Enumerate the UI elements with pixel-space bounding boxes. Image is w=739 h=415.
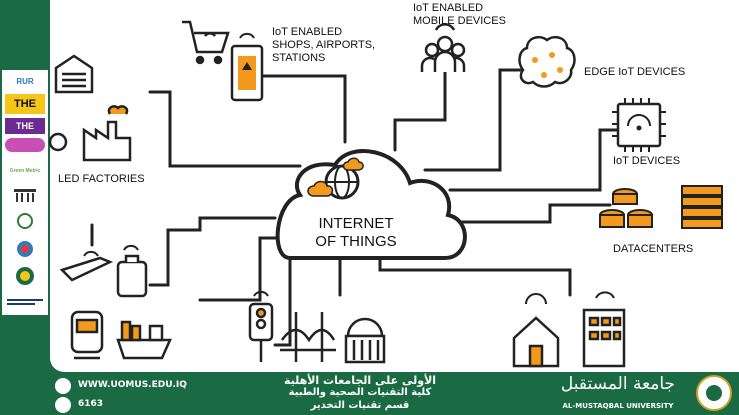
footer-bar: WWW.UOMUS.EDU.IQ 6163 الأولى على الجامعا… [0, 372, 739, 415]
label-iot-shops: IoT ENABLED SHOPS, AIRPORTS, STATIONS [272, 26, 376, 64]
line-datacenters [458, 203, 612, 224]
internet-cloud [275, 149, 467, 260]
train-icon [70, 310, 104, 360]
round-badge-logo [5, 240, 45, 258]
seal-icon [16, 267, 34, 285]
line-travel [148, 216, 277, 287]
label-iot-mobile: IoT ENABLED MOBILE DEVICES [413, 2, 506, 27]
ranking-text-logo [5, 296, 45, 310]
label-iot-devices: IoT DEVICES [613, 155, 681, 167]
greenmetric-logo: Green Metric [9, 168, 41, 174]
line-mobile [393, 68, 447, 152]
center-label-line2: OF THINGS [315, 233, 396, 250]
globe-web-icon [55, 378, 71, 394]
house-icon [512, 293, 560, 368]
office-building-icon [582, 291, 626, 368]
factory-icon [48, 105, 132, 162]
university-seal-icon [696, 375, 732, 411]
shopping-cart-icon [182, 20, 230, 65]
brain-chip-icon [518, 36, 576, 88]
columns-icon [14, 189, 36, 202]
phone-number: 6163 [78, 399, 104, 409]
institution-logo [5, 188, 45, 204]
university-name-arabic: جامعة المستقبل [560, 374, 676, 394]
wreath-icon [17, 213, 33, 229]
microchip-icon [612, 98, 666, 152]
line-homes [378, 253, 572, 297]
wreath-logo [5, 212, 45, 230]
label-datacenters: DATACENTERS [613, 243, 694, 255]
rur-logo: RUR [16, 76, 34, 86]
line-iot-devices [448, 128, 642, 192]
server-rack-icon [681, 185, 723, 229]
university-name-english: AL-MUSTAQBAL UNIVERSITY [562, 402, 674, 410]
label-factories: LED FACTORIES [58, 173, 145, 185]
iot-diagram: INTERNET OF THINGS [48, 20, 723, 368]
arabic-line2: كلية التقنيات الصحية والطبية [288, 387, 432, 398]
line-factories [148, 90, 302, 168]
small-cloud-icon-2 [342, 157, 364, 171]
the-logo: THE [5, 94, 45, 114]
warehouse-icon [54, 54, 94, 94]
badge-icon [17, 241, 33, 257]
green-seal-logo [5, 266, 45, 286]
suitcase-icon [116, 244, 148, 298]
line-shops [248, 74, 347, 144]
arabic-line1: الأولى على الجامعات الأهلية [283, 374, 437, 387]
website-text: WWW.UOMUS.EDU.IQ [78, 380, 187, 390]
label-edge-iot: EDGE IoT DEVICES [584, 66, 686, 78]
government-building-icon [344, 317, 386, 364]
multirank-logo [5, 138, 45, 152]
phone-icon [55, 397, 71, 413]
database-icon [599, 188, 653, 228]
center-label-line1: INTERNET [319, 215, 394, 232]
smartphone-icon [230, 32, 264, 102]
line-edge [423, 68, 522, 172]
ship-icon [116, 320, 172, 360]
bridge-icon [280, 312, 336, 362]
people-group-icon [420, 23, 466, 72]
arabic-line3: قسم تقنيات التخدير [310, 400, 410, 411]
small-cloud-icon [307, 180, 334, 197]
text-logo-icon [7, 299, 43, 305]
the-impact-logo: THE [5, 118, 45, 134]
ranking-logo-strip: RUR THE THE Green Metric [2, 70, 48, 315]
airplane-icon [59, 250, 114, 282]
traffic-light-icon [248, 290, 274, 362]
